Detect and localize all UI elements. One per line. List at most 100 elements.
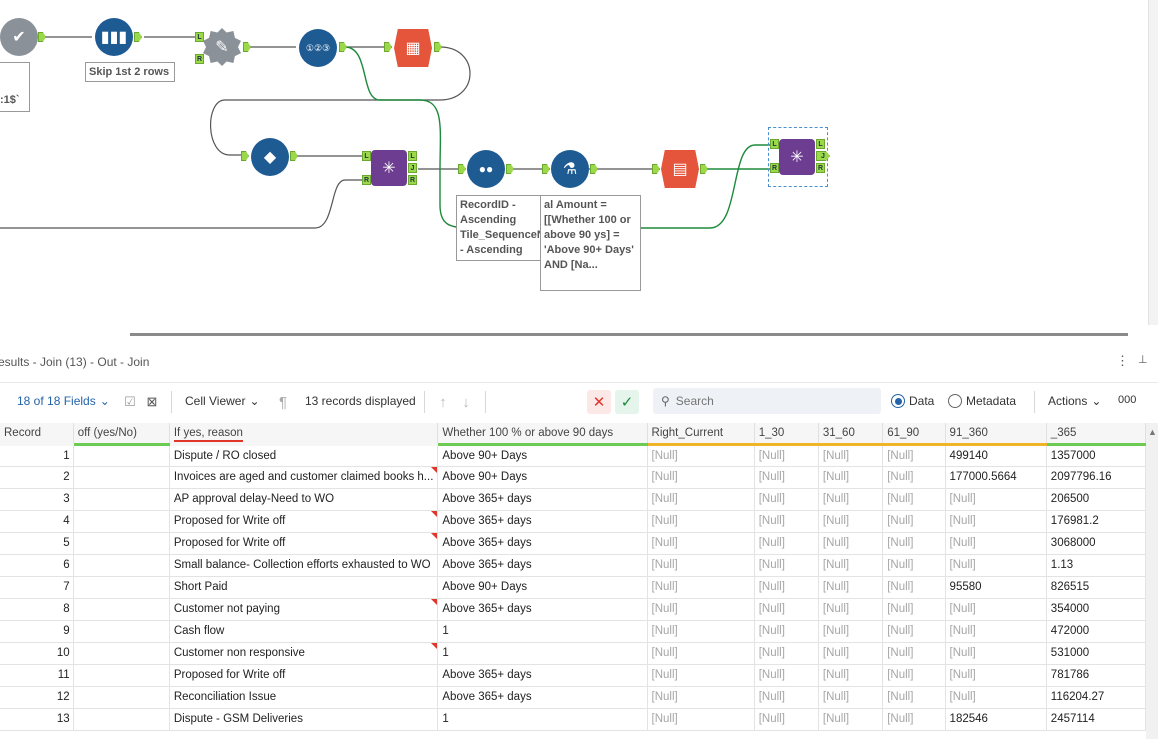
checkbox-edit-icon[interactable]: ☑ [124, 394, 136, 409]
table-cell[interactable]: Customer non responsive [169, 642, 439, 665]
table-cell[interactable]: 2 [0, 466, 74, 489]
table-cell[interactable]: [Null] [754, 576, 819, 599]
table-cell[interactable]: 10 [0, 642, 74, 665]
table-cell[interactable]: [Null] [818, 466, 884, 489]
table-cell[interactable]: Small balance- Collection efforts exhaus… [169, 554, 439, 577]
table-cell[interactable] [73, 488, 170, 511]
table-cell[interactable]: [Null] [754, 510, 819, 533]
table-cell[interactable]: 12 [0, 686, 74, 709]
arrow-down-icon[interactable]: ↓ [462, 393, 470, 411]
record-id-icon[interactable]: ①②③ [299, 29, 337, 67]
output-anchor[interactable] [590, 164, 598, 174]
output-anchor[interactable] [243, 42, 251, 52]
fields-dropdown[interactable]: 18 of 18 Fields ⌄ [17, 394, 110, 408]
table-cell[interactable]: 13 [0, 708, 74, 731]
search-input[interactable] [675, 394, 866, 408]
table-cell[interactable]: Dispute / RO closed [169, 444, 439, 467]
table-cell[interactable]: 2457114 [1046, 708, 1146, 731]
table-cell[interactable]: [Null] [882, 642, 946, 665]
table-cell[interactable]: Dispute - GSM Deliveries [169, 708, 439, 731]
table-cell[interactable]: [Null] [945, 664, 1047, 687]
table-cell[interactable]: [Null] [818, 598, 884, 621]
table-cell[interactable]: [Null] [882, 554, 946, 577]
column-header[interactable]: _365 [1046, 423, 1146, 446]
table-row[interactable]: 2 Invoices are aged and customer claimed … [0, 466, 1146, 489]
table-cell[interactable]: Invoices are aged and customer claimed b… [169, 466, 439, 489]
table-cell[interactable] [73, 510, 170, 533]
cell-viewer-dropdown[interactable]: Cell Viewer ⌄ [185, 394, 260, 408]
join-j-output[interactable]: J [408, 163, 417, 173]
column-header[interactable]: Right_Current [647, 423, 755, 446]
grid-vertical-scrollbar[interactable]: ▲ [1146, 423, 1158, 739]
right-input-anchor[interactable]: R [195, 54, 204, 64]
table-cell[interactable] [73, 444, 170, 467]
table-cell[interactable]: 781786 [1046, 664, 1146, 687]
table-cell[interactable]: [Null] [945, 510, 1047, 533]
table-cell[interactable]: 1 [437, 708, 648, 731]
table-cell[interactable]: [Null] [647, 664, 755, 687]
overflow-button[interactable]: 000 [1118, 394, 1137, 406]
output-anchor[interactable] [134, 32, 142, 42]
table-cell[interactable]: [Null] [945, 488, 1047, 511]
table-cell[interactable]: Above 90+ Days [437, 466, 648, 489]
table-cell[interactable]: 826515 [1046, 576, 1146, 599]
input-anchor[interactable] [652, 164, 660, 174]
table-cell[interactable]: [Null] [882, 708, 946, 731]
output-anchor[interactable] [38, 32, 46, 42]
table-cell[interactable]: 4 [0, 510, 74, 533]
table-cell[interactable]: [Null] [818, 576, 884, 599]
table-cell[interactable]: [Null] [647, 444, 755, 467]
join2-left-input[interactable]: L [770, 139, 779, 149]
table-cell[interactable]: [Null] [754, 708, 819, 731]
table-cell[interactable]: Above 365+ days [437, 686, 648, 709]
table-cell[interactable]: [Null] [882, 576, 946, 599]
table-cell[interactable] [73, 598, 170, 621]
table-cell[interactable]: 11 [0, 664, 74, 687]
table-cell[interactable] [73, 466, 170, 489]
table-cell[interactable]: Proposed for Write off [169, 510, 439, 533]
check-icon[interactable]: ✔ [0, 18, 38, 56]
table-cell[interactable]: 1 [0, 444, 74, 467]
table-cell[interactable]: 6 [0, 554, 74, 577]
table-cell[interactable]: Proposed for Write off [169, 532, 439, 555]
table-cell[interactable]: [Null] [754, 466, 819, 489]
output-anchor[interactable] [434, 42, 442, 52]
table-cell[interactable]: Proposed for Write off [169, 664, 439, 687]
output-anchor[interactable] [506, 164, 514, 174]
scroll-up-icon[interactable]: ▲ [1148, 427, 1157, 437]
table-cell[interactable]: [Null] [818, 532, 884, 555]
table-cell[interactable]: Above 365+ days [437, 554, 648, 577]
table-cell[interactable]: [Null] [945, 620, 1047, 643]
table-cell[interactable]: [Null] [818, 686, 884, 709]
table-cell[interactable]: [Null] [647, 576, 755, 599]
join2-l-output[interactable]: L [816, 139, 825, 149]
table-cell[interactable]: [Null] [818, 510, 884, 533]
panel-splitter[interactable] [130, 333, 1128, 336]
table-cell[interactable] [73, 664, 170, 687]
table-cell[interactable]: [Null] [882, 444, 946, 467]
table-cell[interactable]: Cash flow [169, 620, 439, 643]
table-cell[interactable]: 1357000 [1046, 444, 1146, 467]
table-cell[interactable]: [Null] [945, 554, 1047, 577]
table-cell[interactable]: 3 [0, 488, 74, 511]
more-options-icon[interactable]: ⋮ [1116, 353, 1129, 368]
table-cell[interactable]: 1 [437, 642, 648, 665]
join-left-input[interactable]: L [362, 151, 371, 161]
input-anchor[interactable] [542, 164, 550, 174]
table-cell[interactable]: [Null] [945, 598, 1047, 621]
table-cell[interactable]: [Null] [647, 686, 755, 709]
table-cell[interactable]: 1.13 [1046, 554, 1146, 577]
table-cell[interactable]: Above 365+ days [437, 664, 648, 687]
arrow-up-icon[interactable]: ↑ [439, 393, 447, 411]
table-cell[interactable]: 3068000 [1046, 532, 1146, 555]
table-cell[interactable]: 472000 [1046, 620, 1146, 643]
input-anchor[interactable] [241, 151, 249, 161]
table-cell[interactable]: [Null] [882, 510, 946, 533]
table-cell[interactable]: [Null] [754, 642, 819, 665]
table-cell[interactable]: 354000 [1046, 598, 1146, 621]
